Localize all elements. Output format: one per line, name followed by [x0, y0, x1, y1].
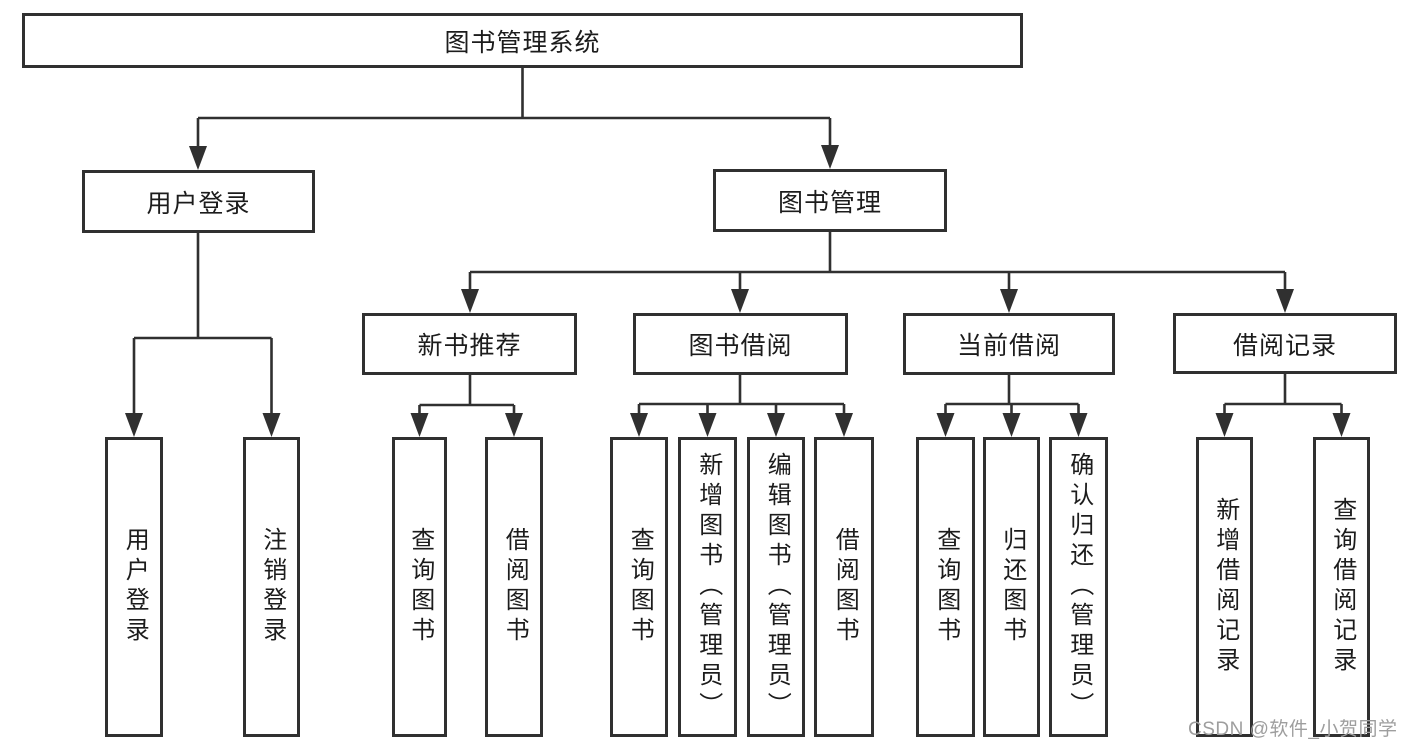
leaf-query-books-borrow: 查询图书	[610, 437, 668, 737]
leaf-add-borrow-record: 新增借阅记录	[1196, 437, 1253, 737]
node-borrow-records: 借阅记录	[1173, 313, 1397, 374]
leaf-query-books-recommend: 查询图书	[392, 437, 447, 737]
csdn-watermark: CSDN @软件_小贺同学	[1188, 719, 1398, 740]
leaf-add-books-admin: 新增图书（管理员）	[678, 437, 737, 737]
node-current-borrow: 当前借阅	[903, 313, 1115, 375]
node-book-borrow: 图书借阅	[633, 313, 848, 375]
leaf-query-borrow-record: 查询借阅记录	[1313, 437, 1370, 737]
leaf-logout: 注销登录	[243, 437, 300, 737]
leaf-user-login: 用户登录	[105, 437, 163, 737]
leaf-borrow-books-recommend: 借阅图书	[485, 437, 543, 737]
node-user-login: 用户登录	[82, 170, 315, 233]
leaf-return-books: 归还图书	[983, 437, 1040, 737]
leaf-edit-books-admin: 编辑图书（管理员）	[747, 437, 805, 737]
node-new-book-recommend: 新书推荐	[362, 313, 577, 375]
node-book-management: 图书管理	[713, 169, 947, 232]
leaf-query-books-current: 查询图书	[916, 437, 975, 737]
node-root: 图书管理系统	[22, 13, 1023, 68]
leaf-confirm-return-admin: 确认归还（管理员）	[1049, 437, 1108, 737]
leaf-borrow-books: 借阅图书	[814, 437, 874, 737]
